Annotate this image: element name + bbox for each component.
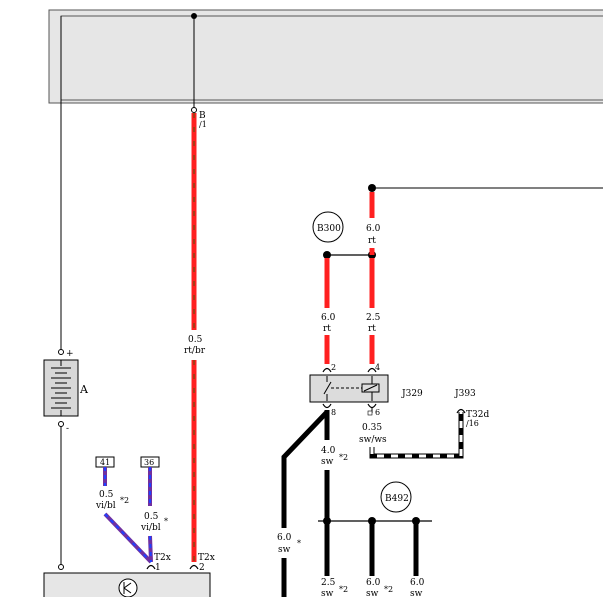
relay-pin-6-arrow [367, 403, 377, 409]
battery-minus-terminal [58, 421, 64, 427]
terminal-36-label: 36 [144, 458, 154, 467]
bus-dot-3 [412, 517, 420, 525]
top-component-box-inner [60, 15, 603, 101]
wire-41-note: *2 [120, 496, 129, 505]
t2x-left-arrow [146, 564, 156, 570]
relay-pin-4-arrow [367, 367, 377, 373]
bottom-2-color: sw [366, 589, 379, 597]
j393-pin-arrow [456, 408, 466, 414]
relay-right-wire-size: 2.5 [366, 313, 381, 323]
t2x-left-label: T2x [154, 553, 171, 563]
relay-pin8-note: *2 [339, 453, 348, 462]
motor-symbol-arrow-icon [123, 582, 132, 594]
top-right-red-color: rt [368, 236, 376, 246]
bottom-2-note: *2 [384, 585, 393, 594]
relay-pin-6: 6 [375, 408, 380, 417]
bottom-1-color: sw [321, 589, 334, 597]
relay-feed-left-dot [323, 251, 331, 259]
motor-symbol-icon [118, 578, 138, 597]
top-right-junction-dot [368, 184, 376, 192]
wire-36-note: * [164, 517, 168, 526]
j393-pin-num: /16 [466, 419, 479, 428]
j393-label: J393 [454, 389, 476, 399]
relay-pin-8: 8 [331, 408, 336, 417]
bottom-1-size: 2.5 [321, 578, 336, 588]
relay-pin6-sw-ws-wire [369, 412, 464, 459]
pin-b-num: /1 [199, 120, 207, 129]
relay-pin8-color: sw [321, 457, 334, 467]
bottom-1-note: *2 [339, 585, 348, 594]
wire-36 [148, 467, 153, 563]
left-black-wire [281, 410, 329, 528]
battery-bottom-terminal [58, 564, 64, 570]
bottom-3-size: 6.0 [410, 578, 425, 588]
relay-pin-2: 2 [331, 363, 336, 372]
top-right-red-size: 6.0 [366, 224, 381, 234]
wire-36-color: vi/bl [140, 523, 161, 533]
battery-plus-terminal [58, 349, 64, 355]
relay-pin6-color: sw/ws [359, 435, 387, 445]
wire-36-size: 0.5 [144, 512, 159, 522]
t2x-right-arrow [189, 564, 199, 570]
b492-marker [380, 481, 412, 513]
pin-b-label: B [199, 111, 206, 121]
battery-minus-sign: - [66, 424, 69, 434]
terminal-41-label: 41 [100, 458, 110, 467]
relay-label: J329 [401, 389, 423, 399]
relay-right-wire-color: rt [368, 324, 376, 334]
left-black-note: * [297, 539, 301, 548]
wire-41-size: 0.5 [99, 490, 114, 500]
b492-label: B492 [385, 494, 409, 504]
relay-pin8-size: 4.0 [321, 446, 336, 456]
t2x-right-pin: 2 [199, 563, 205, 573]
left-black-size: 6.0 [277, 533, 292, 543]
relay-left-wire-size: 6.0 [321, 313, 336, 323]
battery-label: A [79, 383, 89, 396]
b300-label: B300 [317, 224, 341, 234]
pin-b-terminal [191, 107, 197, 113]
bottom-2-size: 6.0 [366, 578, 381, 588]
battery-cells-icon [51, 360, 71, 416]
bus-dot-1 [323, 517, 331, 525]
relay-pin6-size: 0.35 [362, 423, 382, 433]
relay-pin-4: 4 [375, 363, 380, 372]
relay-pin-6-marker [367, 410, 373, 416]
b300-marker [312, 211, 344, 243]
left-black-color: sw [278, 545, 291, 555]
bottom-3-color: sw [410, 589, 423, 597]
main-red-wire-color: rt/br [184, 346, 206, 356]
t2x-right-label: T2x [198, 553, 215, 563]
battery-plus-sign: + [66, 349, 74, 359]
bus-dot-2 [368, 517, 376, 525]
wire-41-color: vi/bl [95, 501, 116, 511]
j393-pin-label: T32d [466, 410, 489, 420]
relay-pin-8-arrow [322, 403, 332, 409]
relay-left-wire-color: rt [323, 324, 331, 334]
t2x-left-pin: 1 [155, 563, 161, 573]
wire-41 [103, 467, 153, 564]
relay-pin-2-arrow [322, 367, 332, 373]
main-red-wire-size: 0.5 [188, 335, 203, 345]
relay-switch-icon [323, 376, 380, 401]
